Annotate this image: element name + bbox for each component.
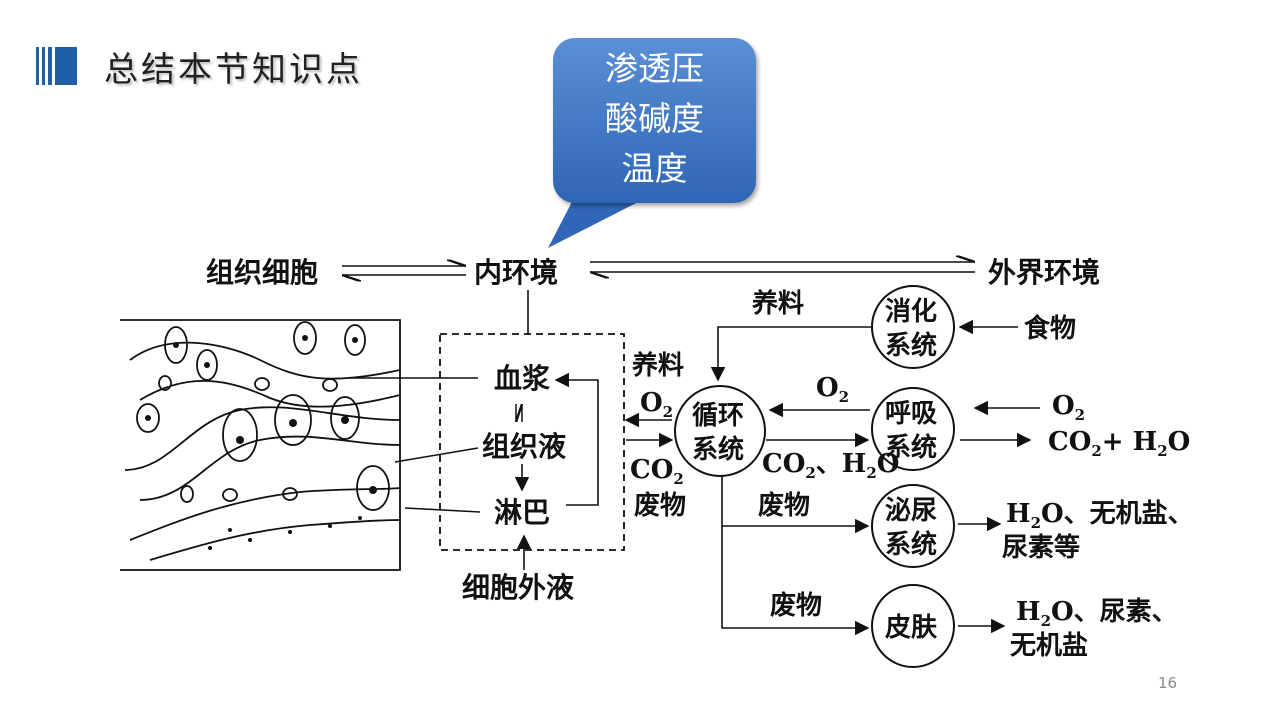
respiratory-line-1: 呼吸 bbox=[885, 399, 937, 429]
extracellular-fluid-label: 细胞外液 bbox=[462, 571, 574, 604]
circulatory-line-1: 循环 bbox=[692, 401, 744, 431]
callout-line-2: 酸碱度 bbox=[605, 99, 704, 138]
callout-bubble: 渗透压 酸碱度 温度 bbox=[553, 38, 756, 203]
tissue-illustration-nuclei bbox=[145, 335, 377, 550]
plasma-label: 血浆 bbox=[494, 362, 551, 395]
waste-urinary-label: 废物 bbox=[758, 490, 810, 521]
digestive-line-1: 消化 bbox=[885, 297, 937, 327]
slide-title: 总结本节知识点 bbox=[104, 49, 363, 90]
respiratory-line-2: 系统 bbox=[885, 432, 937, 463]
co2-h2o-right-label: CO2+ H2O bbox=[1048, 427, 1190, 460]
internal-environment-label: 内环境 bbox=[474, 256, 558, 289]
skin-label: 皮肤 bbox=[885, 613, 938, 643]
nutrients-top-label: 养料 bbox=[751, 288, 804, 319]
digestive-to-circulatory-arrow bbox=[710, 326, 872, 382]
plasma-tissue-exchange-arrows bbox=[516, 404, 522, 422]
internal-external-exchange-arrows bbox=[590, 262, 975, 272]
title-bar-mark-icon bbox=[36, 47, 80, 85]
tissue-illustration bbox=[120, 319, 401, 571]
skin-output-line-1: H2O、尿素、 bbox=[1016, 597, 1178, 630]
page-number: 16 bbox=[1158, 674, 1178, 692]
tissue-fluid-label: 组织液 bbox=[482, 430, 566, 463]
urinary-output-line-1: H2O、无机盐、 bbox=[1006, 499, 1194, 532]
skin-output-line-2: 无机盐 bbox=[1010, 631, 1088, 661]
lymph-to-plasma-arrow bbox=[554, 372, 599, 506]
callout-line-3: 温度 bbox=[621, 149, 688, 188]
waste-left-label: 废物 bbox=[634, 490, 686, 521]
digestive-system-node: 消化 系统 bbox=[871, 285, 955, 369]
o2-right-label: O2 bbox=[1052, 391, 1085, 424]
slide-title-bar: 总结本节知识点 bbox=[36, 46, 363, 90]
food-label: 食物 bbox=[1024, 313, 1076, 344]
circulatory-line-2: 系统 bbox=[692, 434, 744, 465]
digestive-line-2: 系统 bbox=[885, 330, 937, 361]
extracellular-fluid-box bbox=[439, 333, 625, 551]
co2-h2o-mid-label: CO2、H2O bbox=[762, 449, 899, 482]
nutrients-left-label: 养料 bbox=[631, 350, 684, 381]
urinary-line-2: 系统 bbox=[885, 529, 937, 560]
tissue-cell-label: 组织细胞 bbox=[206, 256, 318, 289]
urinary-output-line-2: 尿素等 bbox=[1002, 532, 1080, 563]
tissue-pointer-lines bbox=[350, 377, 481, 513]
co2-left-label: CO2 bbox=[630, 455, 684, 488]
lymph-label: 淋巴 bbox=[494, 496, 550, 529]
tissue-internal-exchange-arrows bbox=[342, 266, 466, 275]
o2-mid-label: O2 bbox=[816, 373, 849, 406]
waste-skin-label: 废物 bbox=[770, 590, 822, 621]
callout-line-1: 渗透压 bbox=[605, 49, 704, 88]
o2-left-label: O2 bbox=[640, 388, 673, 421]
skin-node: 皮肤 bbox=[871, 584, 955, 668]
external-environment-label: 外界环境 bbox=[988, 256, 1100, 289]
urinary-line-1: 泌尿 bbox=[885, 496, 937, 526]
urinary-system-node: 泌尿 系统 bbox=[871, 484, 955, 568]
circulatory-system-node: 循环 系统 bbox=[674, 385, 766, 477]
respiratory-system-node: 呼吸 系统 bbox=[871, 387, 955, 471]
